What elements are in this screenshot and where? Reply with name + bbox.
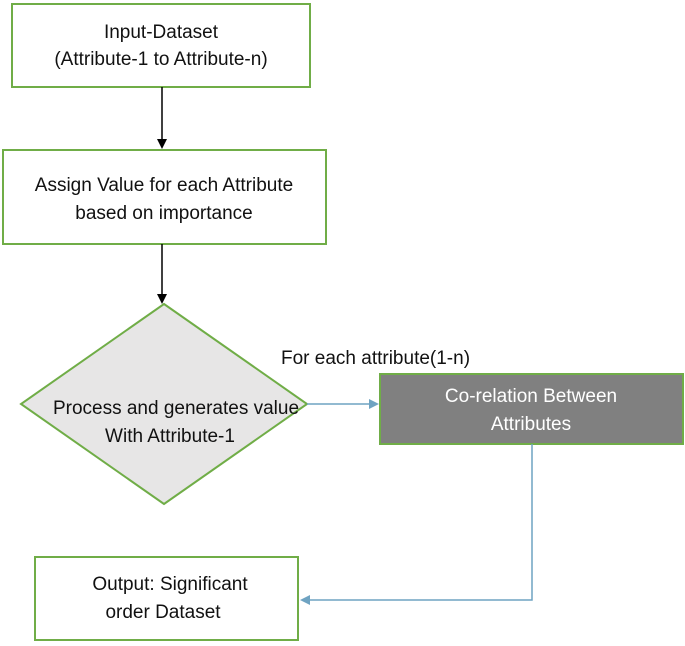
- output-line1: Output: Significant: [92, 574, 248, 595]
- correlation-node: Co-relation Between Attributes: [379, 373, 684, 445]
- correlation-line1: Co-relation Between: [445, 386, 617, 407]
- process-decision-node: Process and generates value With Attribu…: [19, 302, 309, 506]
- process-decision-line2: With Attribute-1: [105, 426, 235, 447]
- assign-value-line2: based on importance: [75, 203, 252, 224]
- process-decision-diamond: [19, 302, 309, 506]
- output-line2: order Dataset: [105, 602, 221, 623]
- assign-value-line1: Assign Value for each Attribute: [35, 175, 293, 196]
- input-dataset-title: Input-Dataset: [104, 22, 219, 43]
- input-dataset-subtitle: (Attribute-1 to Attribute-n): [54, 49, 267, 70]
- loop-label: For each attribute(1-n): [281, 348, 470, 369]
- output-node: Output: Significant order Dataset: [34, 556, 299, 641]
- assign-value-node: Assign Value for each Attribute based on…: [2, 149, 327, 245]
- input-dataset-box: [11, 3, 311, 88]
- arrow-correlation-to-output: [300, 444, 533, 605]
- process-decision-line1: Process and generates value: [53, 398, 299, 419]
- assign-value-box: [2, 149, 327, 245]
- correlation-line2: Attributes: [491, 414, 571, 435]
- output-box: [34, 556, 299, 641]
- input-dataset-node: Input-Dataset (Attribute-1 to Attribute-…: [11, 3, 311, 88]
- correlation-box: [379, 373, 684, 445]
